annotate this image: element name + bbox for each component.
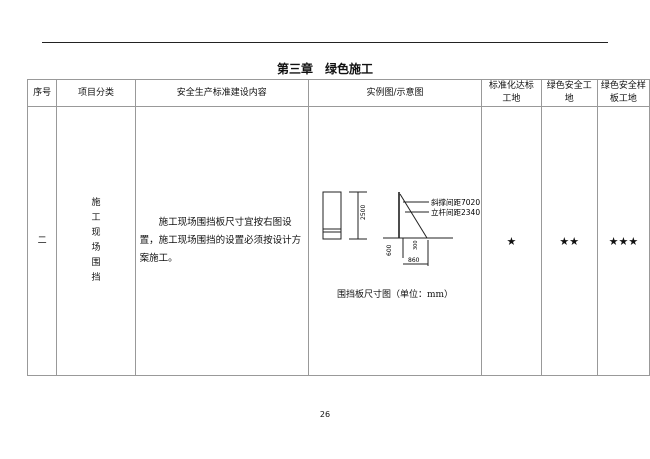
chapter-title: 第三章 绿色施工 <box>276 62 373 76</box>
header-figure: 实例图/示意图 <box>308 79 483 107</box>
row-content: 施工现场围挡板尺寸宜按右图设置，施工现场围挡的设置必须按设计方案施工。 <box>134 106 310 376</box>
header-category: 项目分类 <box>56 79 136 107</box>
header-green: 绿色安全工地 <box>540 79 598 107</box>
table-row: 二 施工现场围挡 施工现场围挡板尺寸宜按右图设置，施工现场围挡的设置必须按设计方… <box>26 106 650 376</box>
row-category: 施工现场围挡 <box>56 106 136 376</box>
page-number: 26 <box>319 410 331 419</box>
figure-caption: 围挡板尺寸图（单位：mm） <box>336 290 454 300</box>
header-model: 绿色安全样板工地 <box>596 79 650 107</box>
table-header-row: 序号 项目分类 安全生产标准建设内容 实例图/示意图 标准化达标工地 绿色安全工… <box>26 79 650 107</box>
fence-dimension-diagram: 2500 斜撑间距7020 立杆间距2340 600 300 860 <box>322 191 480 266</box>
fence-panel <box>322 191 342 240</box>
header-standard: 标准化达标工地 <box>481 79 542 107</box>
row-model-stars: ★★★ <box>596 106 650 376</box>
brace-label: 斜撑间距7020 <box>431 197 480 207</box>
post-label: 立杆间距2340 <box>431 207 480 217</box>
header-content: 安全生产标准建设内容 <box>134 79 310 107</box>
depth2-label: 300 <box>413 240 419 250</box>
row-green-stars: ★★ <box>540 106 598 376</box>
width-label: 860 <box>408 257 420 264</box>
row-figure: 2500 斜撑间距7020 立杆间距2340 600 300 860 围挡板尺寸… <box>308 106 483 376</box>
header-rule <box>42 42 608 43</box>
standards-table: 序号 项目分类 安全生产标准建设内容 实例图/示意图 标准化达标工地 绿色安全工… <box>26 79 650 376</box>
row-no: 二 <box>26 106 58 376</box>
height-label: 2500 <box>360 205 367 220</box>
category-text: 施工现场围挡 <box>91 198 101 283</box>
header-no: 序号 <box>26 79 58 107</box>
row-standard-stars: ★ <box>481 106 542 376</box>
depth-label: 600 <box>386 244 393 256</box>
